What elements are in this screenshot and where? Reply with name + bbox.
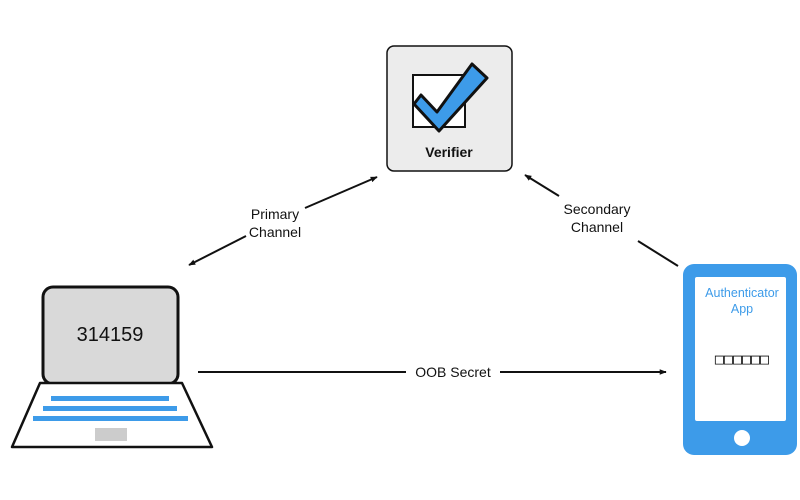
oob-secret-arrow: OOB Secret	[198, 364, 667, 380]
app-label: Authenticator	[705, 286, 779, 300]
screen-code: 314159	[77, 324, 144, 346]
primary-channel-arrow: Primary Channel	[188, 176, 378, 266]
keyboard-row	[43, 406, 177, 411]
otp-placeholder: □□□□□□	[715, 350, 769, 368]
keyboard-row	[33, 416, 188, 421]
primary-channel-label: Primary	[251, 206, 299, 222]
app-label: App	[731, 302, 753, 316]
checkbox-checkmark-icon	[412, 62, 489, 133]
secondary-channel-label: Secondary	[564, 201, 631, 217]
keyboard-row	[51, 396, 169, 401]
laptop-icon: 314159	[10, 285, 214, 449]
secondary-channel-label: Channel	[571, 219, 623, 235]
oob-secret-label: OOB Secret	[415, 364, 491, 380]
primary-channel-label: Channel	[249, 224, 301, 240]
home-button	[734, 430, 750, 446]
secondary-channel-arrow: Secondary Channel	[524, 174, 679, 267]
trackpad	[95, 428, 127, 441]
smartphone-icon: Authenticator App □□□□□□	[683, 264, 797, 455]
verifier-label: Verifier	[425, 144, 473, 160]
verifier-node: Verifier	[386, 45, 513, 172]
phone-screen	[695, 277, 786, 421]
